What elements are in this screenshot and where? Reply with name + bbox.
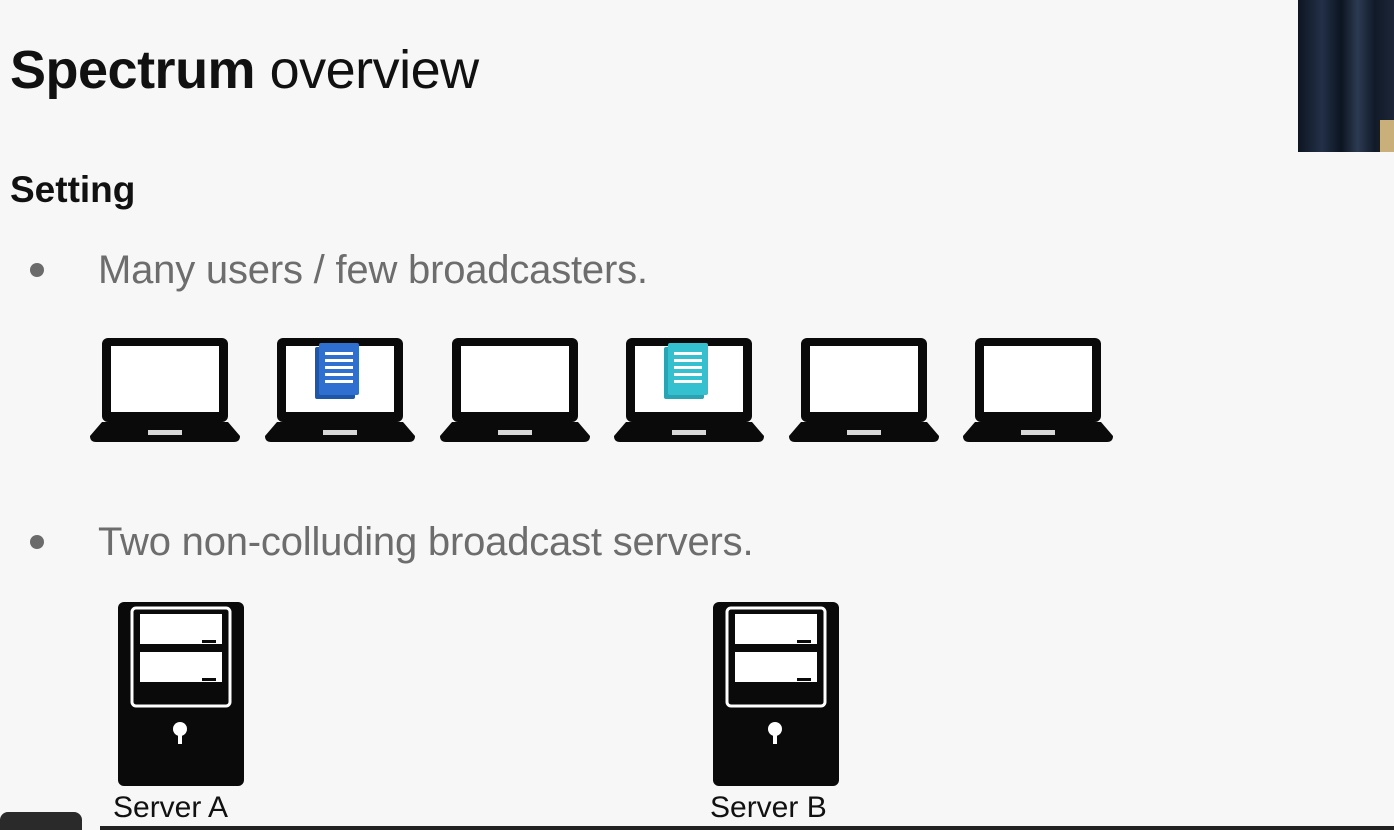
laptop-icon	[440, 338, 590, 442]
laptop-with-document-icon	[614, 338, 764, 442]
bullet-dot-icon	[30, 535, 44, 549]
bullet-item-1: Many users / few broadcasters.	[30, 246, 648, 294]
server-b-label: Server B	[710, 791, 827, 824]
video-highlight	[1380, 120, 1394, 152]
server-a-label: Server A	[113, 791, 229, 824]
teal-document-icon	[664, 343, 708, 399]
blue-document-icon	[315, 343, 359, 399]
laptop-icon	[963, 338, 1113, 442]
section-heading: Setting	[10, 169, 136, 210]
slide-title-rest: overview	[255, 40, 480, 100]
bottom-left-control[interactable]	[0, 812, 82, 830]
laptop-icon	[789, 338, 939, 442]
slide-title: Spectrum overview	[10, 38, 479, 102]
presenter-video-thumbnail	[1298, 0, 1394, 152]
bullet-item-2: Two non-colluding broadcast servers.	[30, 518, 754, 566]
laptop-icon	[90, 338, 240, 442]
server-icon	[118, 602, 244, 786]
bottom-divider	[100, 826, 1394, 830]
bullet-text: Many users / few broadcasters.	[98, 247, 648, 292]
bullet-dot-icon	[30, 263, 44, 277]
slide-title-bold: Spectrum	[10, 40, 256, 100]
laptop-with-document-icon	[265, 338, 415, 442]
server-icon	[713, 602, 839, 786]
bullet-text: Two non-colluding broadcast servers.	[98, 519, 754, 564]
